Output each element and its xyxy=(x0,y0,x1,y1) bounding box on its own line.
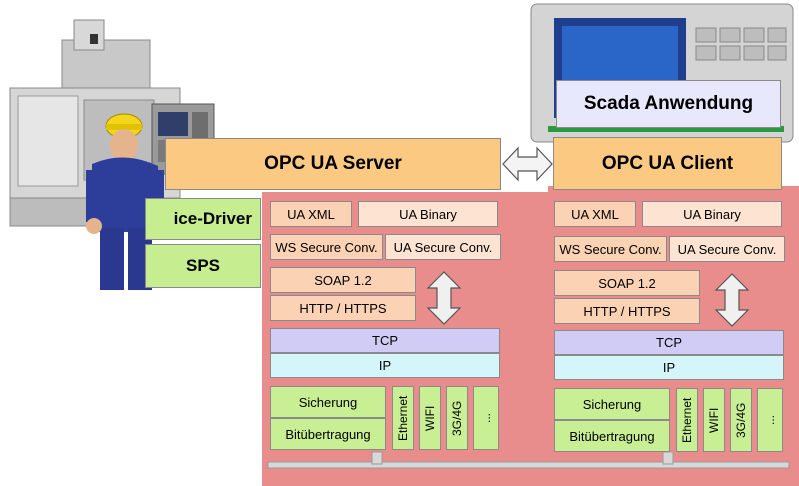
client-wifi-box: WIFI xyxy=(703,388,725,452)
sps-box: SPS xyxy=(145,244,261,288)
server-ua-binary-box: UA Binary xyxy=(358,201,498,227)
server-ethernet-box: Ethernet xyxy=(392,386,414,450)
client-ua-xml-box: UA XML xyxy=(554,201,636,227)
client-more-box: ... xyxy=(757,388,783,452)
worker-icon xyxy=(86,113,164,290)
client-3g4g-box: 3G/4G xyxy=(730,388,752,452)
client-vertical-arrow-icon xyxy=(714,273,750,327)
client-ua-secure-box: UA Secure Conv. xyxy=(669,236,785,262)
client-ethernet-box: Ethernet xyxy=(676,388,698,452)
scada-application-box: Scada Anwendung xyxy=(556,80,781,128)
server-ua-secure-box: UA Secure Conv. xyxy=(385,234,501,260)
opc-ua-client-box: OPC UA Client xyxy=(553,137,782,190)
server-wifi-box: WIFI xyxy=(419,386,441,450)
client-ip-box: IP xyxy=(554,355,784,380)
server-ip-box: IP xyxy=(270,353,500,378)
client-sicherung-box: Sicherung xyxy=(554,388,670,420)
client-http-box: HTTP / HTTPS xyxy=(554,298,700,324)
server-ua-xml-box: UA XML xyxy=(270,201,352,227)
bidirectional-arrow-icon xyxy=(502,146,553,182)
client-tcp-box: TCP xyxy=(554,330,784,355)
server-ws-secure-box: WS Secure Conv. xyxy=(270,234,383,260)
server-vertical-arrow-icon xyxy=(426,271,462,325)
server-more-box: ... xyxy=(473,386,499,450)
client-soap-box: SOAP 1.2 xyxy=(554,270,700,296)
client-ws-secure-box: WS Secure Conv. xyxy=(554,236,667,262)
client-bituebertragung-box: Bitübertragung xyxy=(554,420,670,452)
opc-ua-server-box: OPC UA Server xyxy=(165,138,501,190)
bus-bar xyxy=(267,461,790,469)
server-sicherung-box: Sicherung xyxy=(270,386,386,418)
server-http-box: HTTP / HTTPS xyxy=(270,295,416,321)
device-driver-box: ice-Driver xyxy=(145,198,261,240)
server-tcp-box: TCP xyxy=(270,328,500,353)
server-bituebertragung-box: Bitübertragung xyxy=(270,418,386,450)
client-ua-binary-box: UA Binary xyxy=(642,201,782,227)
server-soap-box: SOAP 1.2 xyxy=(270,267,416,293)
server-3g4g-box: 3G/4G xyxy=(446,386,468,450)
